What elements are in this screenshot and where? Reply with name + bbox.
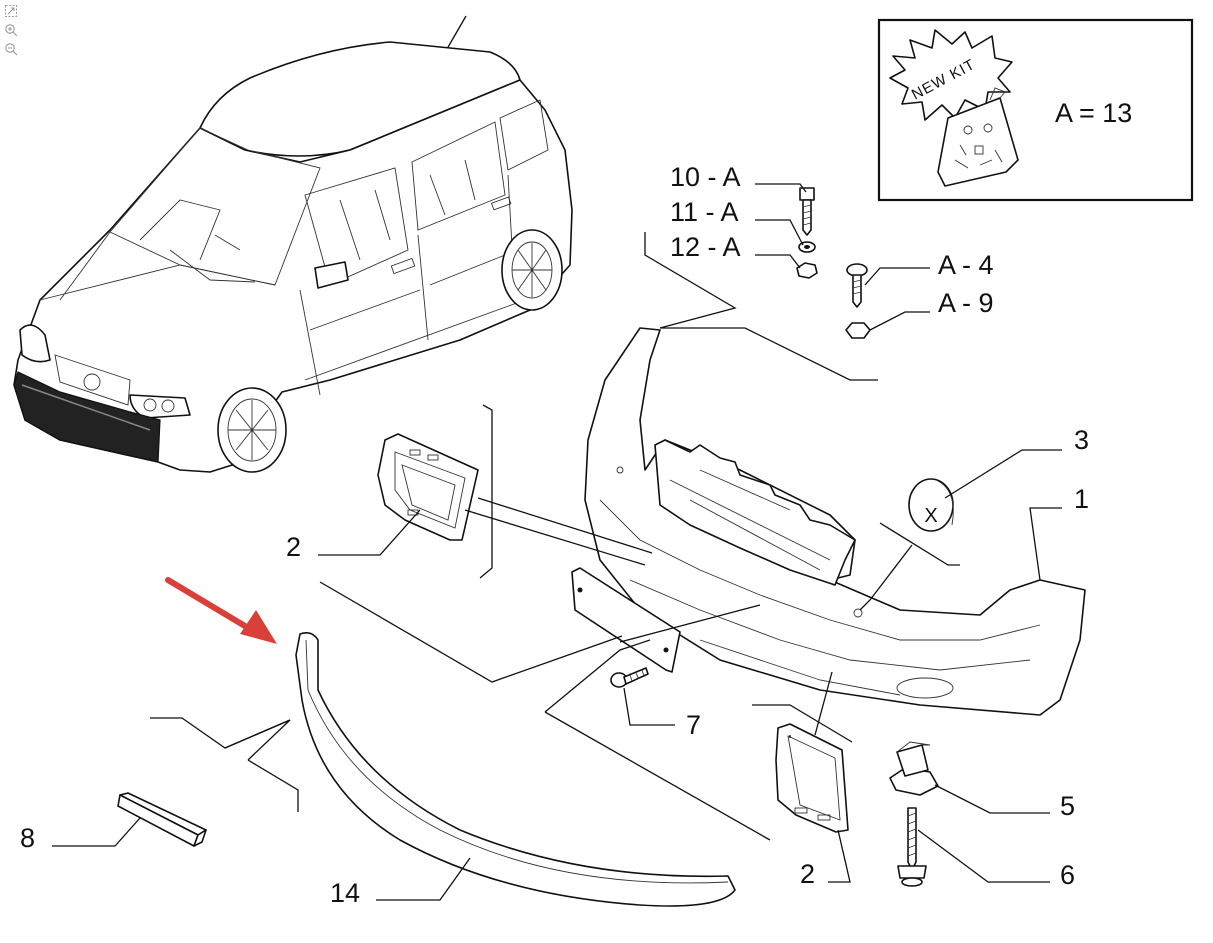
leader-lines	[52, 183, 1062, 901]
hardware-group	[796, 187, 871, 339]
part-14-lower-spoiler	[295, 632, 736, 907]
callout-10-a: 10 - A	[670, 162, 741, 192]
callout-11-a: 11 - A	[670, 197, 739, 227]
license-plate-bracket	[571, 567, 681, 673]
callout-1: 1	[1074, 484, 1089, 514]
callout-12-a: 12 - A	[670, 232, 741, 262]
part-8-clip	[117, 792, 207, 847]
callout-a-4: A - 4	[938, 250, 994, 280]
part-2-bracket-left	[377, 433, 479, 541]
highlight-arrow	[165, 577, 277, 644]
part-7-screw	[610, 667, 649, 688]
fit-page-icon[interactable]	[4, 4, 18, 18]
car-illustration	[13, 15, 573, 473]
callout-7: 7	[686, 710, 701, 740]
part-3-cap: X	[908, 478, 954, 532]
part-3-mark: X	[924, 505, 937, 527]
new-kit-box: NEW KIT A = 13	[877, 18, 1194, 202]
new-kit-starburst	[889, 29, 1013, 121]
viewer-toolbar	[4, 4, 20, 61]
callout-labels: 10 - A 11 - A 12 - A A - 4 A - 9 3 1 2 7…	[20, 162, 1089, 908]
callout-3: 3	[1074, 425, 1089, 455]
kit-equation: A = 13	[1055, 98, 1132, 128]
callout-8: 8	[20, 823, 35, 853]
zoom-out-icon[interactable]	[4, 42, 18, 56]
part-6-screw	[897, 807, 927, 887]
callout-6: 6	[1060, 860, 1075, 890]
zoom-in-icon[interactable]	[4, 23, 18, 37]
part-2-bracket-right	[775, 723, 849, 833]
callout-a-9: A - 9	[938, 288, 994, 318]
callout-2-lower: 2	[800, 859, 815, 889]
callout-2-upper: 2	[286, 532, 301, 562]
callout-14: 14	[330, 878, 360, 908]
part-5-clip	[889, 741, 939, 796]
callout-5: 5	[1060, 791, 1075, 821]
